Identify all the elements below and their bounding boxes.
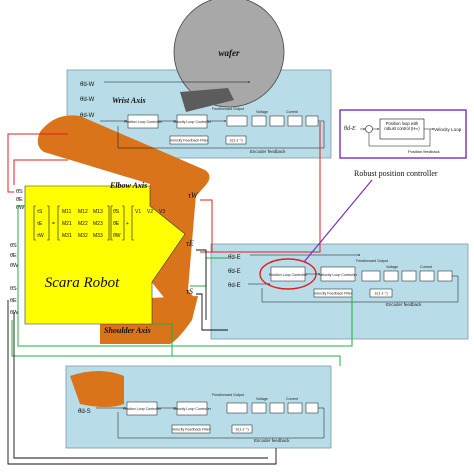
elbow-velocity-filter-label: Velocity Feedback Filter — [314, 292, 353, 296]
mass-13: M13 — [93, 209, 103, 215]
mass-21: M21 — [62, 221, 72, 227]
mass-32: M32 — [78, 233, 88, 239]
shoulder-encoder-feedback: Encoder feedback — [254, 438, 290, 443]
elbow-velocity-loop — [320, 266, 356, 282]
black-wiring — [7, 249, 277, 465]
theta-in-0: θ̈S — [16, 189, 23, 195]
rate-out-1: θ̇E — [10, 253, 17, 259]
shoulder-current-label: Current — [286, 397, 298, 401]
torque-elbow: τE — [186, 239, 194, 248]
wrist-ff-label: Feedforward Output — [212, 107, 244, 111]
shoulder-paddle — [70, 371, 124, 407]
robust-sum-junction — [365, 125, 373, 133]
elbow-current-label: Current — [420, 265, 432, 269]
shoulder-integrator: 1/(1-z⁻¹) — [235, 428, 248, 432]
upper-arm-link — [37, 115, 210, 196]
mass-12: M12 — [78, 209, 88, 215]
elbow-encoder-feedback: Encoder feedback — [386, 302, 422, 307]
robot-body — [24, 185, 186, 325]
wrist-position-loop-label: Position Loop Controller — [124, 120, 163, 124]
wrist-velocity-filter — [169, 135, 209, 145]
matrix-lhs-2: τW — [37, 233, 44, 239]
shoulder-ff-label: Feedforward Output — [212, 393, 244, 397]
torque-wrist: τW — [188, 191, 199, 200]
robust-block-label: Position loop with robust control (H∞) — [384, 121, 420, 131]
robust-theta: θd-E — [344, 126, 356, 132]
shoulder-velocity-filter-label: Velocity Feedback Filter — [172, 428, 211, 432]
shoulder-position-loop — [126, 401, 158, 416]
shoulder-velocity-loop-label: Velocity Loop Controller — [173, 407, 212, 411]
shoulder-velocity-filter — [171, 424, 211, 434]
mass-11: M11 — [62, 209, 72, 215]
svg-text:=: = — [52, 221, 55, 227]
elbow-axis-title: Elbow Axis — [109, 181, 147, 190]
robot-left-labels: θ̈S θ̈E θ̈W θ̇S θ̇E θ̇W θS θE θW — [10, 189, 25, 316]
wrist-control-chain: Position Loop Controller Velocity Loop C… — [100, 81, 325, 154]
robust-position-feedback: Position feedback — [408, 149, 440, 154]
elbow-input-vel: θ̇d-E — [228, 269, 241, 275]
wrist-encoder-feedback: Encoder feedback — [250, 149, 286, 154]
shoulder-position-loop-label: Position Loop Controller — [123, 407, 162, 411]
theta-in-1: θ̈E — [16, 197, 23, 203]
accel-1: θ̈E — [113, 221, 120, 227]
wrist-axis-title: Wrist Axis — [112, 96, 146, 105]
shoulder-control-chain: Position Loop Controller Velocity Loop C… — [96, 393, 325, 443]
wrist-input-pos: θd-W — [80, 113, 95, 119]
pos-out-0: θS — [10, 286, 17, 292]
wrist-current-label: Current — [286, 110, 298, 114]
elbow-input-pos: θd-E — [228, 283, 241, 289]
wrist-position-loop — [127, 114, 159, 129]
shoulder-velocity-loop — [176, 401, 208, 416]
wrist-input-vel: θ̇d-W — [80, 97, 95, 103]
robot-title: Scara Robot — [45, 275, 120, 291]
svg-text:+: + — [126, 221, 129, 227]
rate-out-2: θ̇W — [10, 263, 19, 269]
elbow-velocity-loop-label: Velocity Loop Controller — [319, 273, 358, 277]
elbow-control-chain: Position Loop Controller Velocity Loop C… — [248, 254, 459, 307]
robust-caption: Robust position controller — [354, 169, 438, 178]
shoulder-axis-title: Shoulder Axis — [104, 326, 151, 335]
accel-0: θ̈S — [113, 209, 120, 215]
rate-out-0: θ̇S — [10, 243, 17, 249]
robust-velocity-loop: Velocity Loop — [434, 127, 462, 132]
elbow-voltage-label: Voltage — [386, 265, 398, 269]
matrix-lhs-1: τE — [37, 221, 43, 227]
wrist-velocity-filter-label: Velocity Feedback Filter — [170, 139, 209, 143]
elbow-integrator: 1/(1-z⁻¹) — [374, 292, 387, 296]
wafer-disc — [173, 0, 285, 108]
wrist-fork — [180, 88, 234, 112]
wrist-input-accel: θ̈d-W — [80, 82, 95, 88]
mass-31: M31 — [62, 233, 72, 239]
mass-22: M22 — [78, 221, 88, 227]
red-wiring — [7, 122, 321, 253]
coriolis-2: V2 — [147, 209, 153, 215]
torque-shoulder: τS — [186, 287, 193, 296]
elbow-velocity-filter — [313, 288, 353, 298]
mass-23: M23 — [93, 221, 103, 227]
pos-out-2: θW — [10, 310, 19, 316]
pos-out-1: θE — [10, 298, 17, 304]
mass-33: M33 — [93, 233, 103, 239]
wrist-voltage-label: Voltage — [256, 110, 268, 114]
wrist-velocity-loop-label: Velocity Loop Controller — [173, 120, 212, 124]
shoulder-voltage-label: Voltage — [256, 397, 268, 401]
theta-in-2: θ̈W — [16, 205, 25, 211]
robust-pointer — [303, 179, 373, 263]
wrist-velocity-loop — [176, 114, 208, 129]
accel-2: θ̈W — [113, 233, 121, 239]
wafer-label: wafer — [219, 48, 240, 58]
shoulder-input: θ̈d-S — [78, 409, 91, 415]
coriolis-1: V1 — [135, 209, 141, 215]
coriolis-3: V3 — [159, 209, 165, 215]
matrix-lhs-0: τS — [37, 209, 43, 215]
elbow-position-loop-label: Position Loop Controller — [269, 273, 308, 277]
wrist-integrator: 1/(1-z⁻¹) — [229, 139, 242, 143]
elbow-input-accel: θ̈d-E — [228, 255, 241, 261]
dynamics-equation: τS τE τW = M11 M12 M13 M21 M22 M23 M31 M… — [33, 205, 165, 241]
elbow-ff-label: Feedforward Output — [356, 259, 388, 263]
